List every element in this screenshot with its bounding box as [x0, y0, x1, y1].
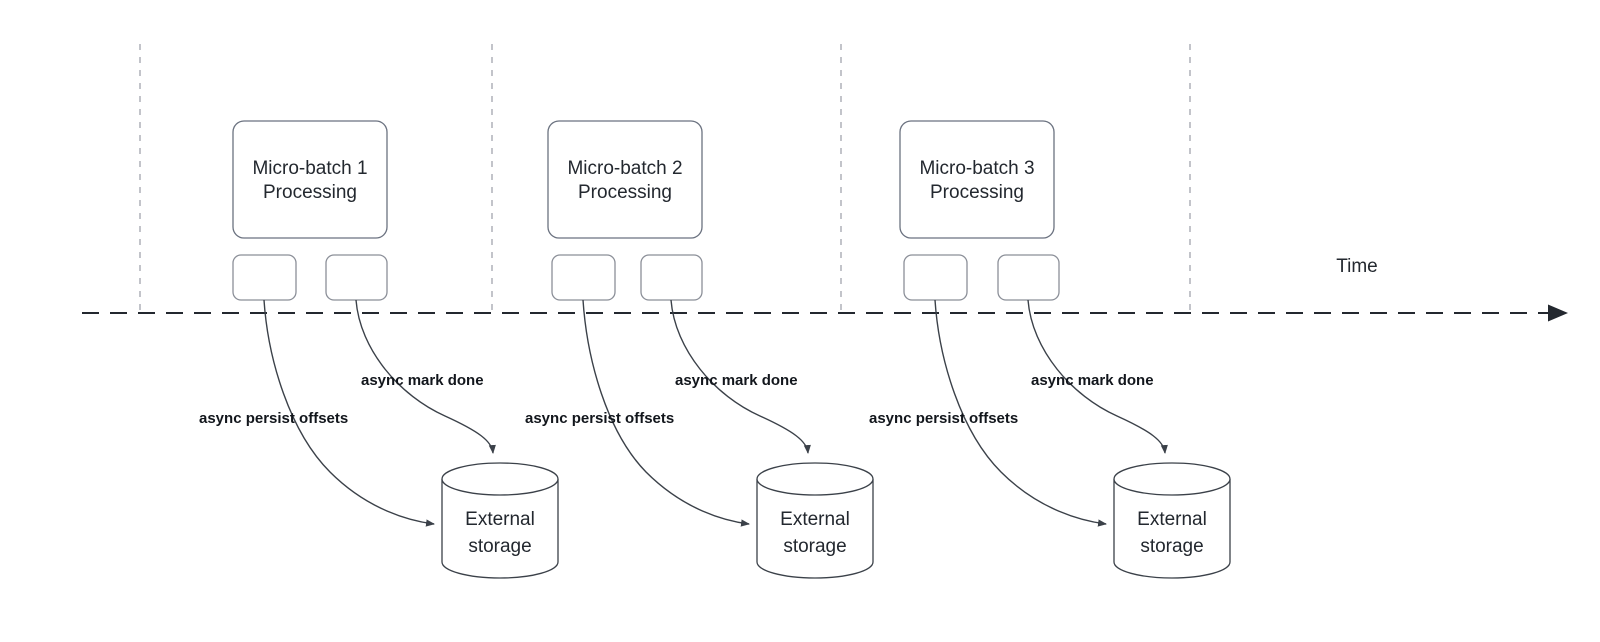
external-storage-1-label-line2: storage — [468, 536, 531, 557]
micro-batch-1-label-line1: Micro-batch 1 — [252, 158, 367, 179]
micro-batch-2-box[interactable] — [547, 120, 703, 239]
edge-label-mark-done-2: async mark done — [675, 372, 798, 389]
mb2-task-b-box[interactable] — [640, 254, 703, 301]
micro-batch-2-label-line1: Micro-batch 2 — [567, 158, 682, 179]
edge-label-persist-offsets-3: async persist offsets — [869, 410, 1018, 427]
batch-group-2: Micro-batch 2 Processing async persist o… — [525, 120, 874, 579]
edge-mark-done-3 — [1027, 299, 1168, 454]
micro-batch-2-label-line2: Processing — [578, 182, 672, 203]
micro-batch-3-label-line1: Micro-batch 3 — [919, 158, 1034, 179]
edge-mark-done-1 — [355, 299, 496, 454]
separator-group — [139, 44, 1191, 313]
edge-label-mark-done-3: async mark done — [1031, 372, 1154, 389]
mb2-task-a-box[interactable] — [551, 254, 616, 301]
mb3-task-b-box[interactable] — [997, 254, 1060, 301]
edge-label-persist-offsets-1: async persist offsets — [199, 410, 348, 427]
edge-mark-done-2 — [670, 299, 811, 454]
batch-group-3: Micro-batch 3 Processing async persist o… — [869, 120, 1231, 579]
external-storage-3-label-line2: storage — [1140, 536, 1203, 557]
external-storage-2[interactable]: External storage — [756, 462, 874, 579]
edge-persist-offsets-1 — [263, 299, 435, 527]
external-storage-2-label-line2: storage — [783, 536, 846, 557]
mb1-task-b-box[interactable] — [325, 254, 388, 301]
micro-batch-1-label-line2: Processing — [263, 182, 357, 203]
mb1-task-a-box[interactable] — [232, 254, 297, 301]
mb3-task-a-box[interactable] — [903, 254, 968, 301]
edge-persist-offsets-3 — [934, 299, 1107, 527]
micro-batch-1-box[interactable] — [232, 120, 388, 239]
micro-batch-3-box[interactable] — [899, 120, 1055, 239]
time-axis-arrow-icon — [1548, 304, 1568, 322]
time-axis: Time — [82, 256, 1568, 322]
edge-persist-offsets-2 — [582, 299, 750, 527]
edge-label-persist-offsets-2: async persist offsets — [525, 410, 674, 427]
external-storage-2-label-line1: External — [780, 509, 850, 530]
micro-batch-3-label-line2: Processing — [930, 182, 1024, 203]
external-storage-1-label-line1: External — [465, 509, 535, 530]
external-storage-3[interactable]: External storage — [1113, 462, 1231, 579]
time-axis-label: Time — [1336, 256, 1378, 277]
batch-group-1: Micro-batch 1 Processing async persist o… — [199, 120, 559, 579]
external-storage-3-label-line1: External — [1137, 509, 1207, 530]
edge-label-mark-done-1: async mark done — [361, 372, 484, 389]
external-storage-1[interactable]: External storage — [441, 462, 559, 579]
